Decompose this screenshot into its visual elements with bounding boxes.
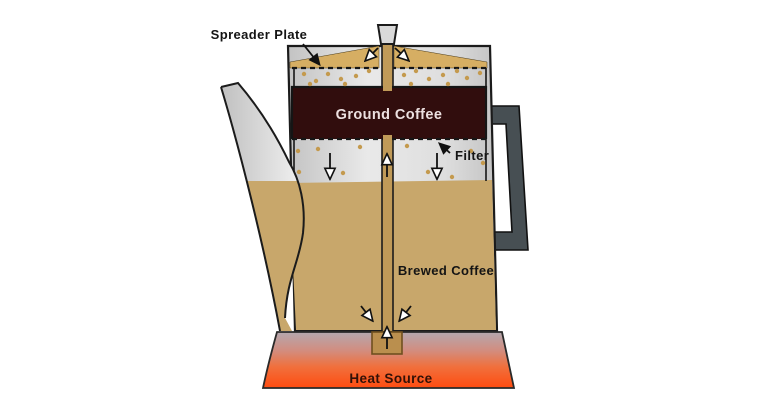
drip-flow-arrows bbox=[330, 153, 437, 178]
heat-source-text: Heat Source bbox=[349, 371, 432, 386]
filter-label: Filter bbox=[440, 144, 489, 163]
tube-notches bbox=[383, 83, 392, 143]
inlet-flow-arrows bbox=[360, 305, 412, 349]
heat-source-base bbox=[261, 331, 516, 389]
filter-pointer bbox=[440, 144, 450, 153]
tube-top-knob bbox=[376, 24, 399, 45]
spray-flow-arrows bbox=[366, 47, 408, 60]
coffee-grounds-dots-upper bbox=[301, 68, 483, 87]
ground-coffee-band bbox=[290, 85, 488, 139]
ground-coffee-text: Ground Coffee bbox=[336, 107, 443, 123]
spreader-plate-pointer bbox=[302, 43, 319, 64]
coffee-grounds-dots-lower bbox=[295, 143, 486, 180]
brewed-coffee-text: Brewed Coffee bbox=[398, 263, 494, 278]
spreader-plate-label: Spreader Plate bbox=[211, 27, 319, 64]
filter-text: Filter bbox=[455, 148, 489, 163]
spreader-plate-text: Spreader Plate bbox=[211, 27, 308, 42]
